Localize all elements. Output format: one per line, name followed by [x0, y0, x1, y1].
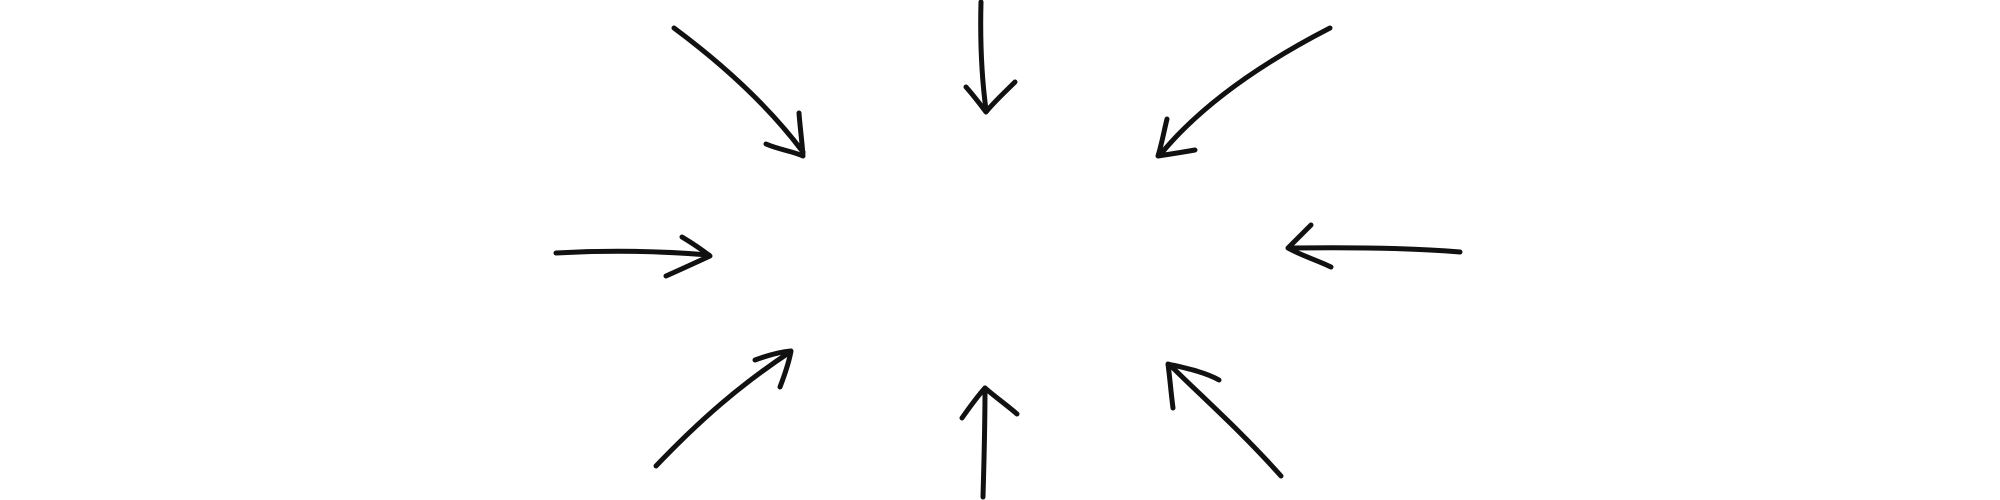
arrow-head	[963, 79, 1018, 115]
arrow-shaft	[553, 248, 712, 258]
arrow-head	[763, 110, 806, 159]
arrow-shaft	[653, 349, 793, 469]
arrow-from-top-left	[671, 25, 806, 159]
arrow-from-right	[1285, 222, 1463, 270]
arrow-shaft	[978, 0, 989, 113]
arrow-shaft	[1288, 245, 1463, 255]
arrow-shaft	[980, 385, 988, 500]
arrow-from-bottom-right	[1165, 361, 1284, 479]
arrow-shaft	[671, 25, 806, 155]
arrow-from-bottom	[959, 385, 1020, 500]
arrow-head	[1165, 361, 1222, 411]
arrow-head	[1155, 116, 1198, 159]
arrow-head	[1285, 222, 1334, 270]
arrow-shaft	[1167, 362, 1284, 479]
arrow-from-left	[553, 234, 713, 279]
arrow-from-bottom-left	[653, 348, 794, 469]
arrow-from-top-right	[1155, 25, 1333, 159]
arrow-head	[752, 348, 794, 390]
arrow-head	[663, 234, 713, 279]
arrow-from-top	[963, 0, 1018, 115]
arrow-head	[959, 385, 1020, 421]
arrow-shaft	[1157, 25, 1333, 158]
